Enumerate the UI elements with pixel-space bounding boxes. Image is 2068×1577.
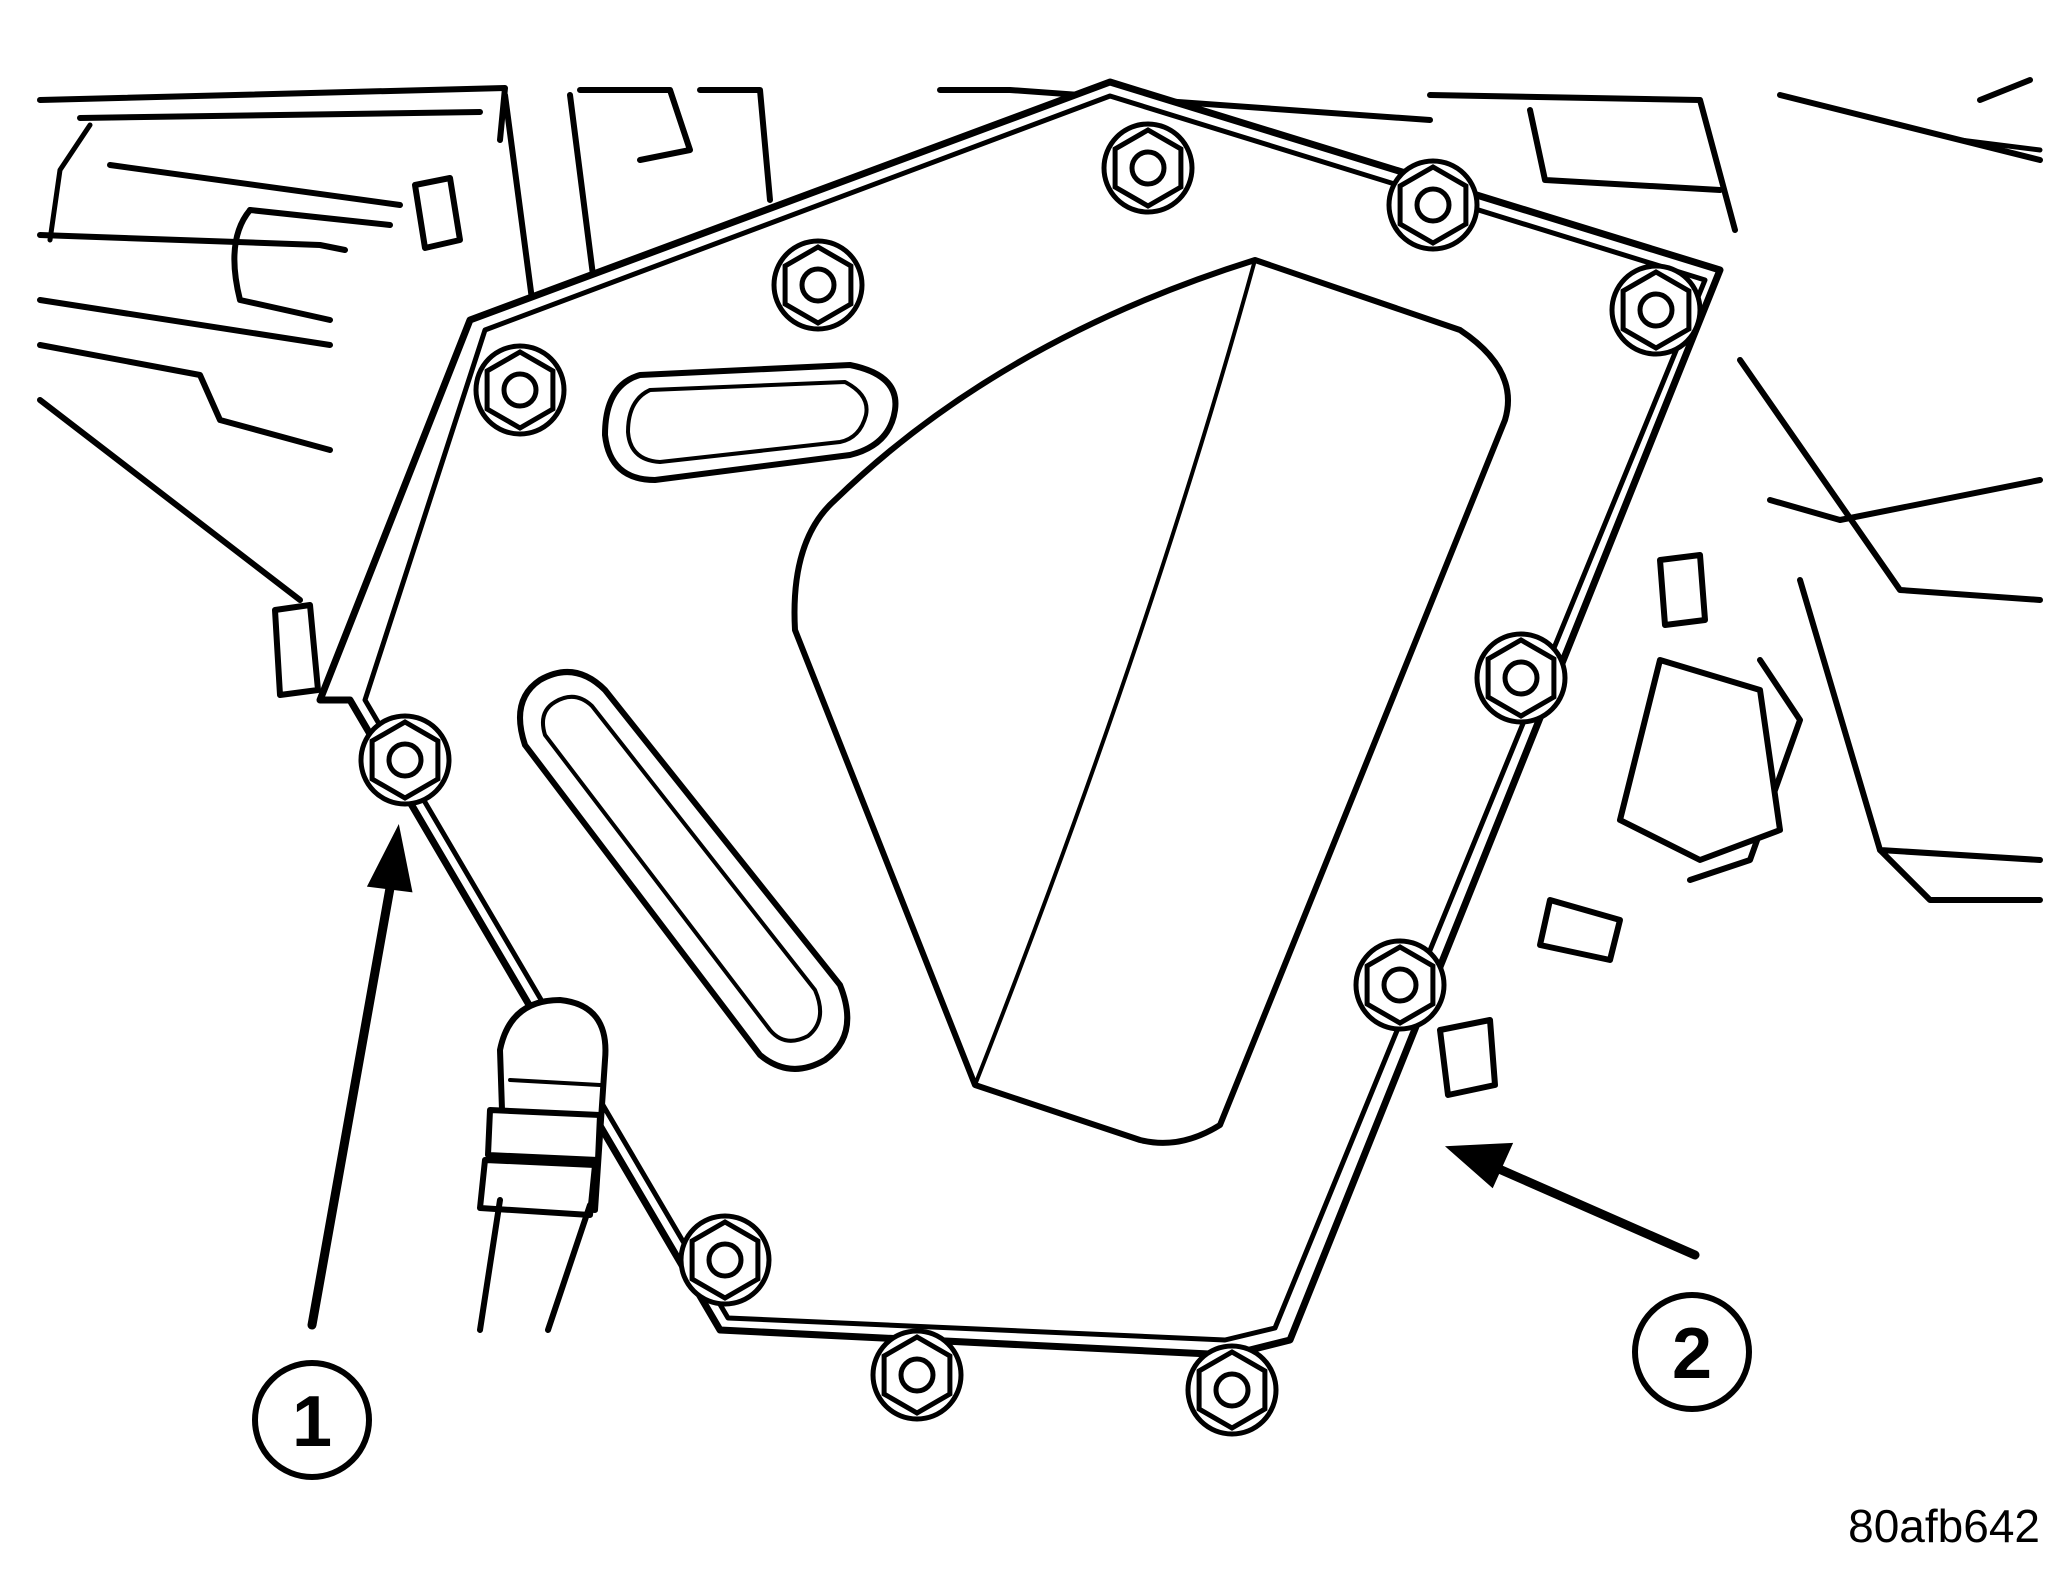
cover-bolt bbox=[473, 343, 567, 437]
cover-bolt bbox=[1386, 158, 1480, 252]
axle-housing-left bbox=[37, 85, 773, 698]
cover-bolt bbox=[870, 1328, 964, 1422]
cover-bolts bbox=[358, 121, 1703, 1437]
callout-2: 2 bbox=[1632, 1292, 1752, 1412]
callout-1-number: 1 bbox=[292, 1382, 332, 1462]
axle-housing-right bbox=[937, 77, 2043, 1098]
arrow-head-2 bbox=[1444, 1142, 1514, 1189]
callout-1: 1 bbox=[252, 1360, 372, 1480]
arrow-head-1 bbox=[366, 823, 413, 893]
figure-id-label: 80afb642 bbox=[1848, 1500, 2040, 1552]
callout-arrows bbox=[307, 823, 1700, 1330]
cover-bolt bbox=[1353, 938, 1447, 1032]
cover-bolt bbox=[1609, 263, 1703, 357]
cover-bolt bbox=[1474, 631, 1568, 725]
callout-2-number: 2 bbox=[1672, 1314, 1712, 1394]
cover-bolt bbox=[1101, 121, 1195, 215]
cover-bolt bbox=[771, 238, 865, 332]
differential-cover bbox=[316, 78, 1724, 1359]
cover-bolt bbox=[678, 1213, 772, 1307]
cover-bolt bbox=[358, 713, 452, 807]
fill-plug bbox=[477, 997, 609, 1333]
cover-bolt bbox=[1185, 1343, 1279, 1437]
